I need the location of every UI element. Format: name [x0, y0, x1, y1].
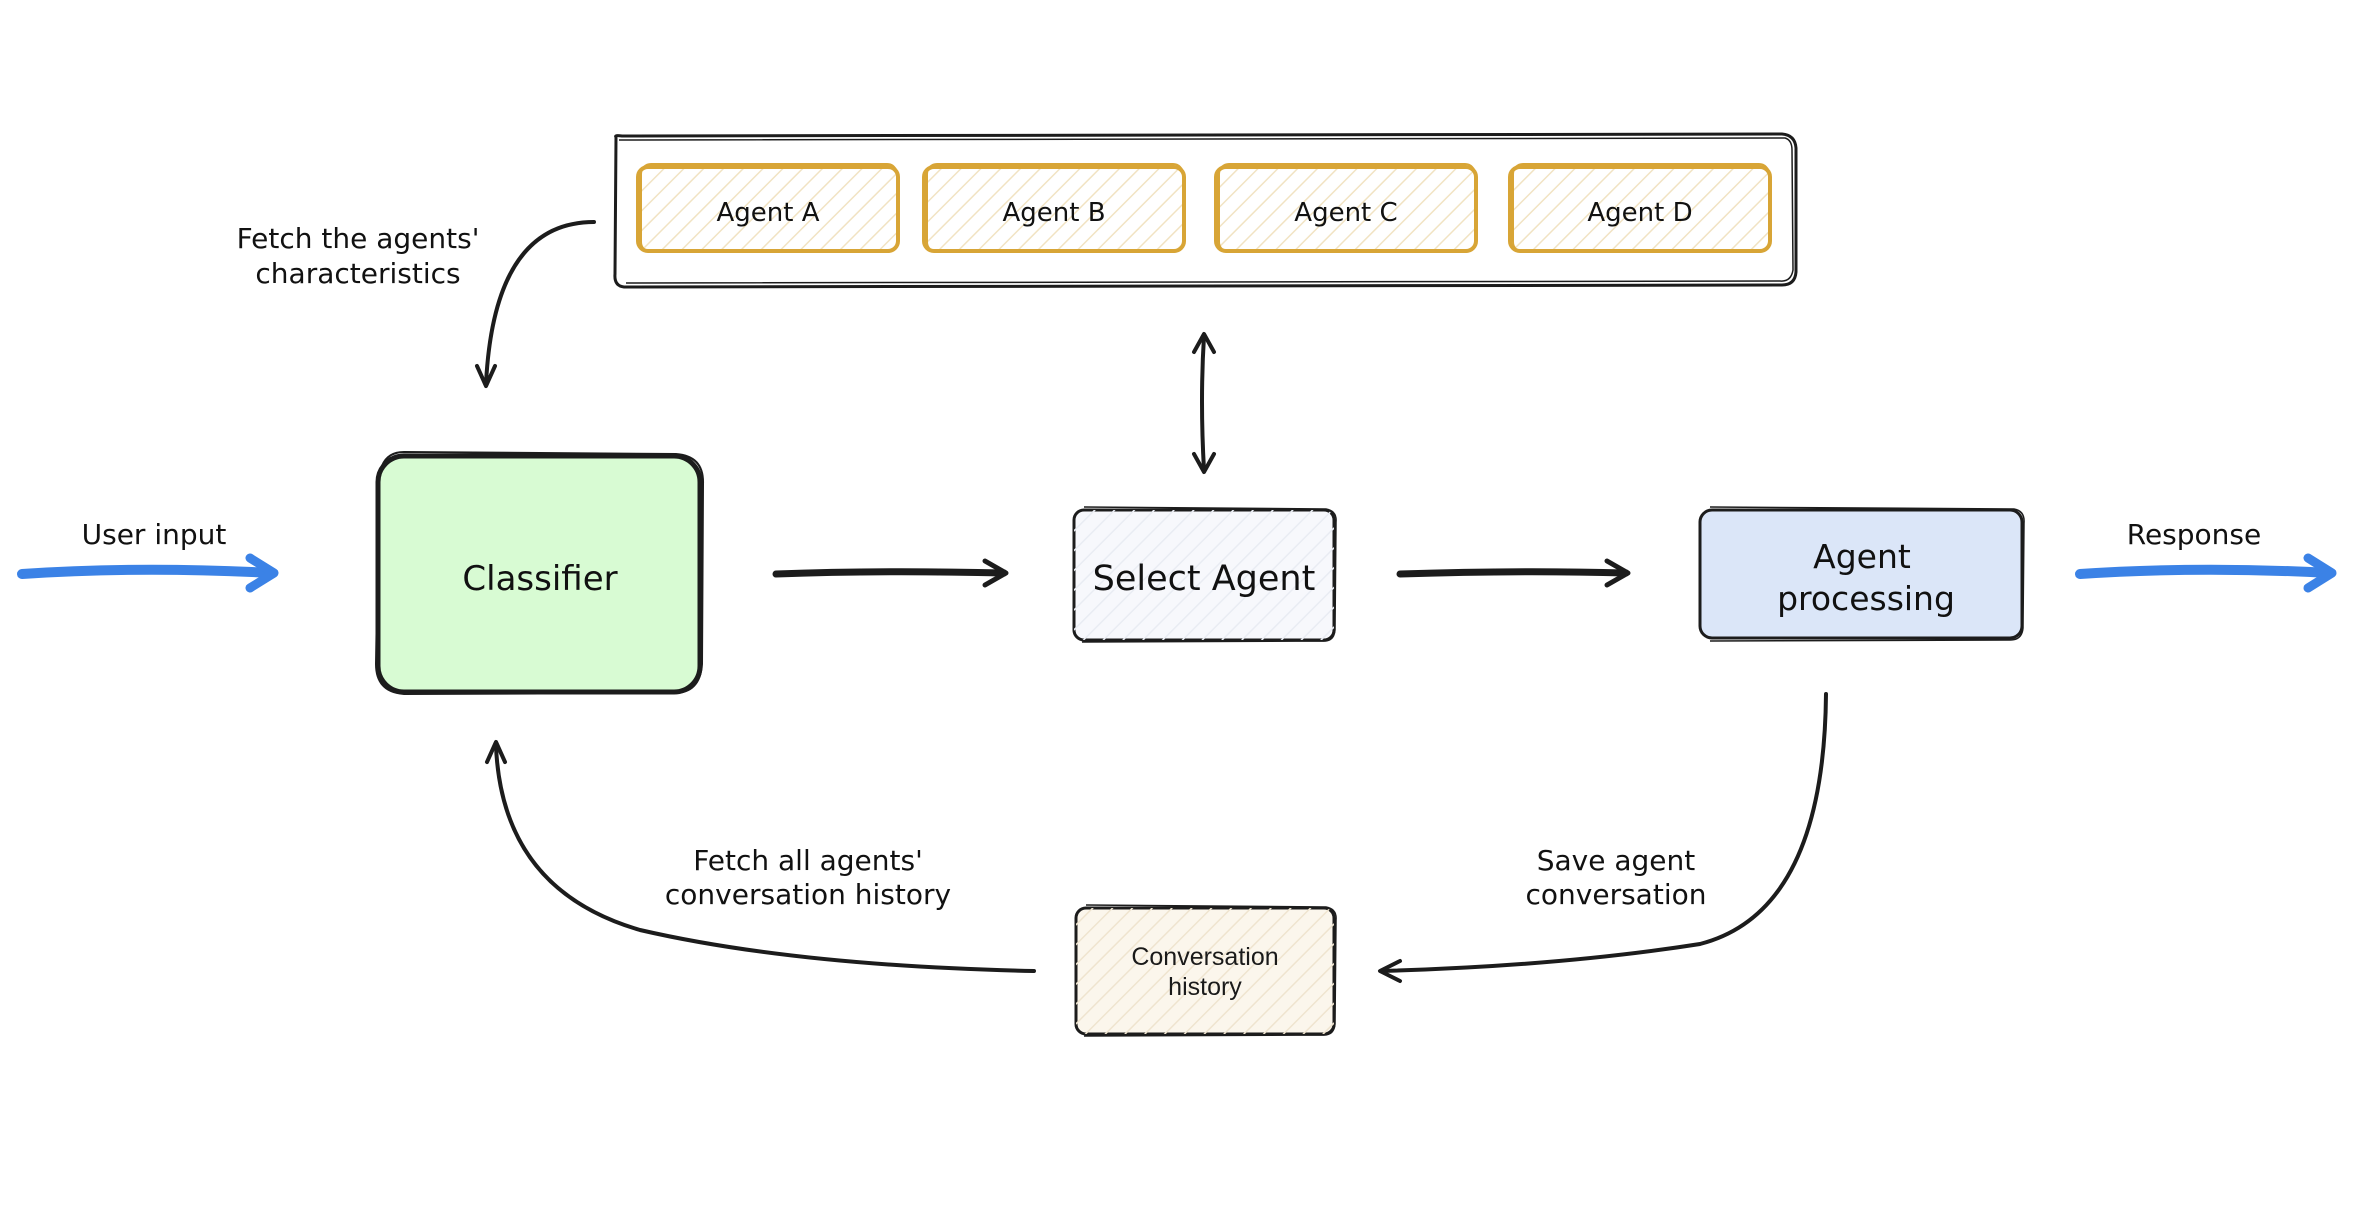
- agent-d-label: Agent D: [1587, 198, 1692, 228]
- user-input-label: User input: [82, 518, 227, 551]
- agent-b-box: Agent B: [922, 163, 1186, 253]
- agent-processing-node: Agent processing: [1698, 506, 2025, 642]
- response-label: Response: [2127, 518, 2261, 551]
- select-agent-node: Select Agent: [1072, 506, 1337, 643]
- fetch-characteristics-label-line1: Fetch the agents': [237, 222, 480, 255]
- save-conversation-arrow: [1378, 692, 1828, 983]
- fetch-history-label-line1: Fetch all agents': [693, 844, 923, 877]
- conversation-history-label-line2: history: [1168, 973, 1242, 1001]
- classifier-to-select-agent-arrow: [772, 558, 1009, 588]
- agents-select-bidirectional-arrow: [1192, 332, 1216, 474]
- save-conversation-label-line2: conversation: [1526, 878, 1707, 911]
- agent-c-label: Agent C: [1294, 198, 1397, 228]
- agent-c-box: Agent C: [1214, 163, 1478, 253]
- agents-container: Agent A Agent B Agent C Agent D: [613, 132, 1798, 289]
- fetch-characteristics-label-line2: characteristics: [255, 257, 460, 290]
- agent-b-label: Agent B: [1002, 198, 1105, 228]
- agent-processing-label-line2: processing: [1777, 579, 1955, 618]
- conversation-history-node: Conversation history: [1074, 904, 1337, 1037]
- response-arrow: [2075, 553, 2337, 593]
- agent-a-label: Agent A: [716, 198, 819, 228]
- classifier-label: Classifier: [462, 559, 617, 599]
- select-agent-to-processing-arrow: [1396, 558, 1631, 588]
- user-input-arrow: [17, 553, 279, 593]
- agent-a-box: Agent A: [636, 163, 900, 253]
- classifier-node: Classifier: [374, 450, 705, 696]
- fetch-history-label-line2: conversation history: [665, 878, 951, 911]
- agent-d-box: Agent D: [1508, 163, 1772, 253]
- fetch-history-arrow: [485, 740, 1036, 973]
- select-agent-label: Select Agent: [1093, 559, 1316, 599]
- conversation-history-label-line1: Conversation: [1131, 943, 1278, 971]
- agent-processing-label-line1: Agent: [1813, 537, 1911, 576]
- fetch-characteristics-arrow: [475, 220, 596, 388]
- save-conversation-label-line1: Save agent: [1537, 844, 1696, 877]
